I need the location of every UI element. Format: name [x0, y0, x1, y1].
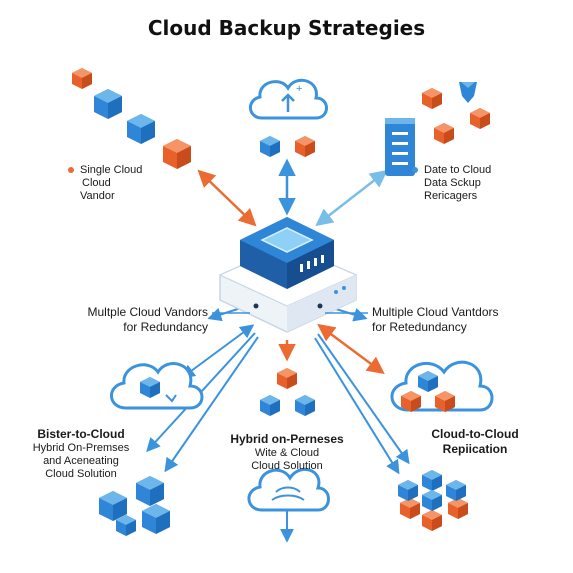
single-cloud-cubes [72, 68, 191, 169]
top-right-cubes [422, 82, 490, 144]
label-line: for Retedundancy [372, 320, 467, 334]
label-line: Vandor [80, 190, 115, 202]
cloud-migrate-icon [110, 362, 204, 410]
bullet-dot [68, 167, 74, 174]
left-bottom-cubes [99, 476, 170, 536]
center-cubes [260, 368, 315, 416]
top-cubes [260, 136, 315, 157]
arrow-left-1 [180, 324, 255, 379]
cloud-download-icon [247, 467, 330, 512]
label-line: for Redundancy [123, 320, 208, 334]
server-rack-icon [385, 118, 415, 176]
label-line: and Aceneating [43, 455, 119, 467]
label-line: Rericagers [424, 190, 478, 202]
label-date-to-cloud: Date to Cloud Data Sckup Rericagers [412, 164, 491, 203]
bullet-dot [412, 167, 418, 174]
label-line: Single Cloud [80, 164, 143, 176]
cloud-cubes-icon [390, 360, 494, 412]
label-heading: Cloud-to-Cloud [431, 427, 519, 441]
label-single-cloud: Single Cloud Cloud Vandor [68, 164, 142, 203]
label-line: Repiication [442, 442, 508, 456]
label-line: Data Sckup [424, 177, 481, 189]
cloud-upload-icon: + [249, 78, 328, 120]
label-line: Cloud [82, 177, 111, 189]
arrow-right-3 [314, 337, 400, 475]
label-multiple-cloud-left: Multple Cloud Vandors for Redundancy [62, 305, 208, 335]
connector-arrows [146, 158, 410, 543]
label-heading: Bister-to-Cloud [37, 427, 125, 441]
label-line: Hybrid On-Premses [32, 442, 130, 454]
arrow-left-3 [164, 336, 259, 473]
svg-text:+: + [296, 83, 302, 95]
label-line: Cloud Solution [251, 460, 323, 472]
page-title: Cloud Backup Strategies [147, 16, 426, 40]
arrow-right-1 [317, 323, 385, 375]
label-line: Date to Cloud [424, 164, 492, 176]
label-line: Cloud Solution [45, 468, 117, 480]
arrow-right-2 [317, 333, 410, 465]
label-line: Multiple Cloud Vantdors [372, 305, 499, 319]
label-hybrid-on-premises: Hybrid on-Perneses Wite & Cloud Cloud So… [222, 432, 352, 473]
arrow-top-right [315, 169, 388, 227]
backup-appliance-icon [218, 217, 358, 333]
label-line: Multple Cloud Vandors [87, 305, 208, 319]
data-stack-icon [398, 470, 468, 531]
label-multiple-cloud-right: Multiple Cloud Vantdors for Retedundancy [372, 305, 499, 335]
label-heading: Hybrid on-Perneses [230, 432, 344, 446]
arrow-top-left [197, 169, 257, 227]
label-bister-to-cloud: Bister-to-Cloud Hybrid On-Premses and Ac… [22, 427, 140, 481]
label-cloud-to-cloud: Cloud-to-Cloud Repiication [420, 427, 530, 457]
label-line: Wite & Cloud [254, 447, 320, 459]
